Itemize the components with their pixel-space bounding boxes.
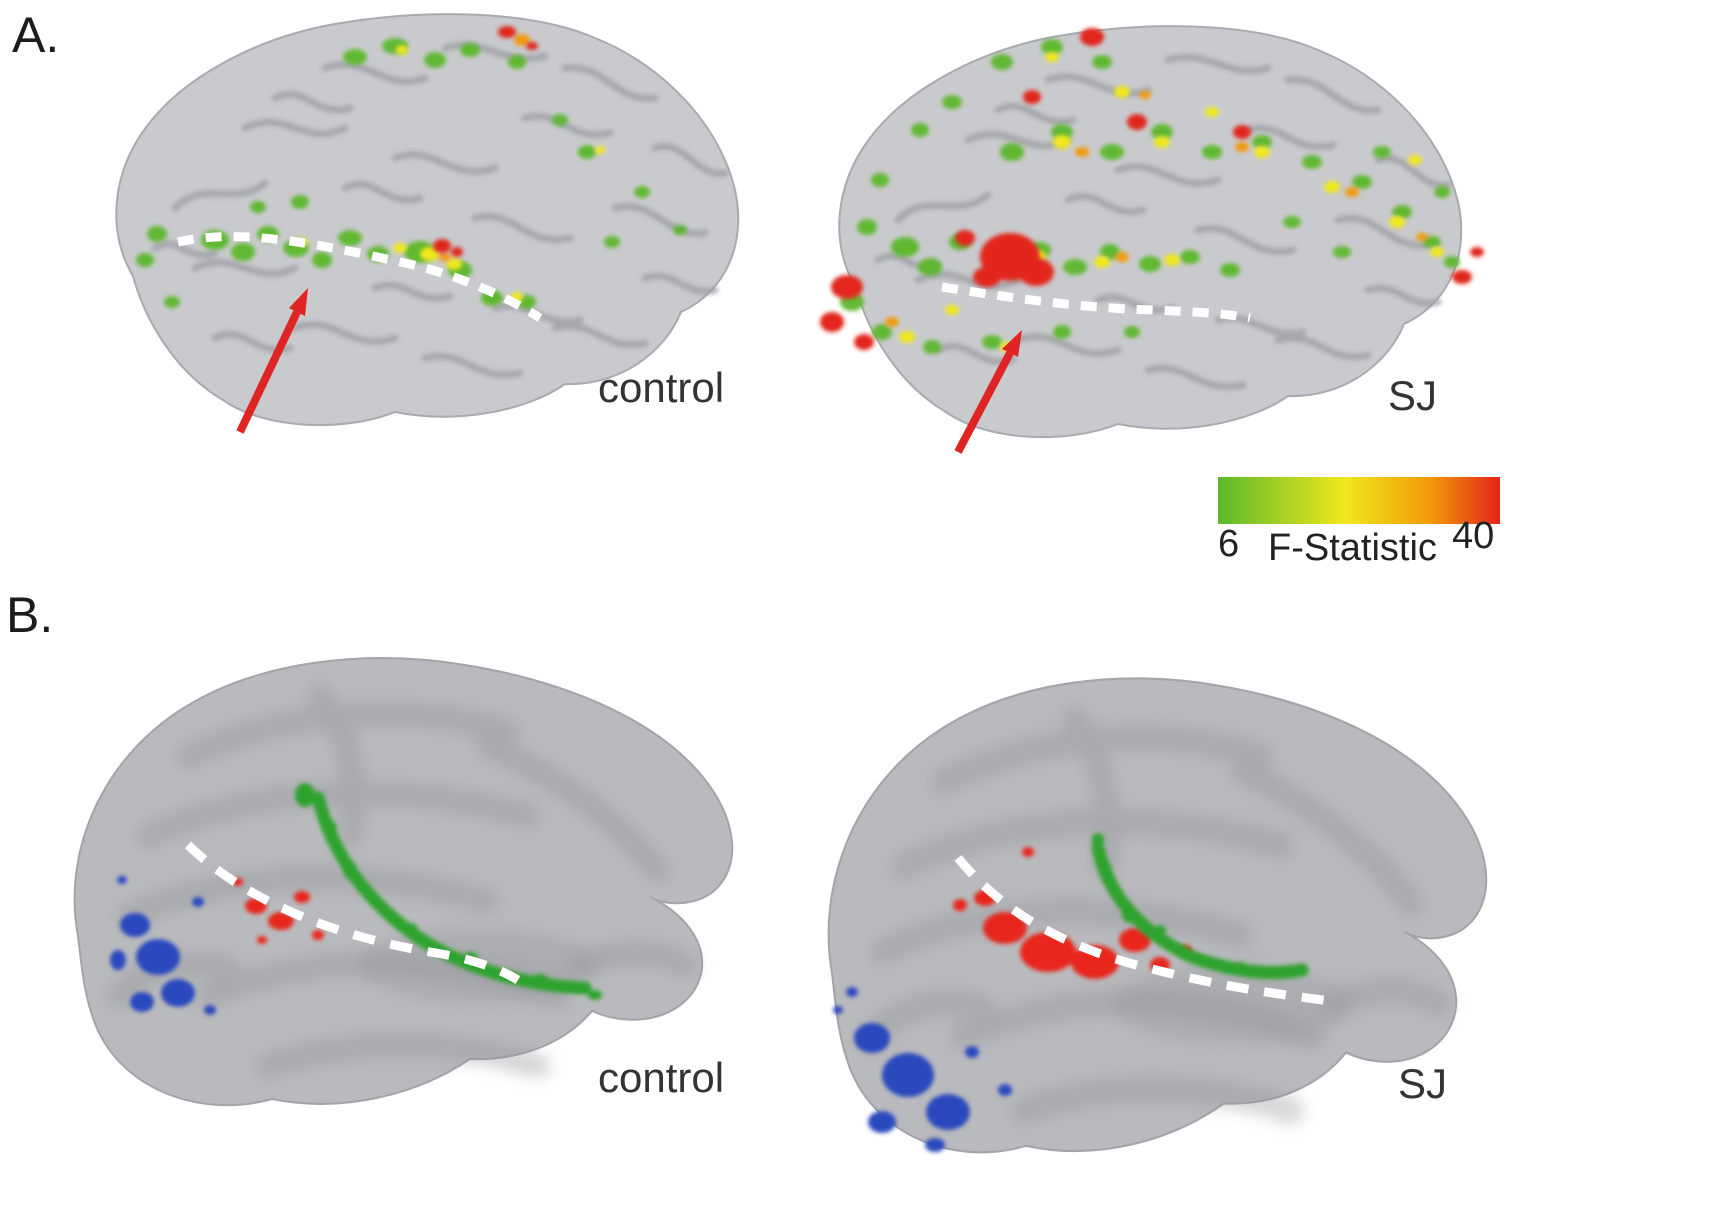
colorbar-gradient <box>1218 477 1500 524</box>
control-activation-red <box>433 26 538 257</box>
panel-b-label: B. <box>6 587 53 643</box>
control-patch-green <box>295 783 602 1000</box>
sts-dashed-line-sj-a <box>941 282 1251 323</box>
sj-label-b: SJ <box>1398 1060 1447 1107</box>
panel-a: A. control <box>12 7 1500 569</box>
control-patch-blue <box>110 876 216 1015</box>
control-label-a: control <box>598 364 724 411</box>
panel-a-label: A. <box>12 7 59 63</box>
red-arrow-sj-icon <box>954 330 1022 454</box>
sj-activation-red <box>820 28 1484 350</box>
control-activation-orange <box>439 34 530 261</box>
sts-dashed-line-sj-b <box>954 855 1339 1007</box>
sj-patch-green <box>1091 833 1309 980</box>
sj-brain-pial <box>839 26 1461 437</box>
colorbar-title: F-Statistic <box>1268 527 1437 569</box>
sj-label-a: SJ <box>1388 372 1437 419</box>
sts-dashed-line-control-a <box>177 232 543 322</box>
colorbar-min-label: 6 <box>1218 523 1239 565</box>
control-label-b: control <box>598 1054 724 1101</box>
red-arrow-control-icon <box>236 288 308 434</box>
panel-b: B. control <box>6 587 1486 1152</box>
sj-patch-blue <box>833 987 1012 1152</box>
sj-activation-green <box>840 39 1460 354</box>
control-patch-red <box>233 878 324 944</box>
fstat-colorbar: 6 F-Statistic 40 <box>1218 477 1500 569</box>
sts-dashed-line-control-b <box>184 841 521 984</box>
colorbar-max-label: 40 <box>1452 515 1494 557</box>
control-brain-inflated <box>75 658 733 1105</box>
sj-activation-orange <box>885 91 1428 327</box>
